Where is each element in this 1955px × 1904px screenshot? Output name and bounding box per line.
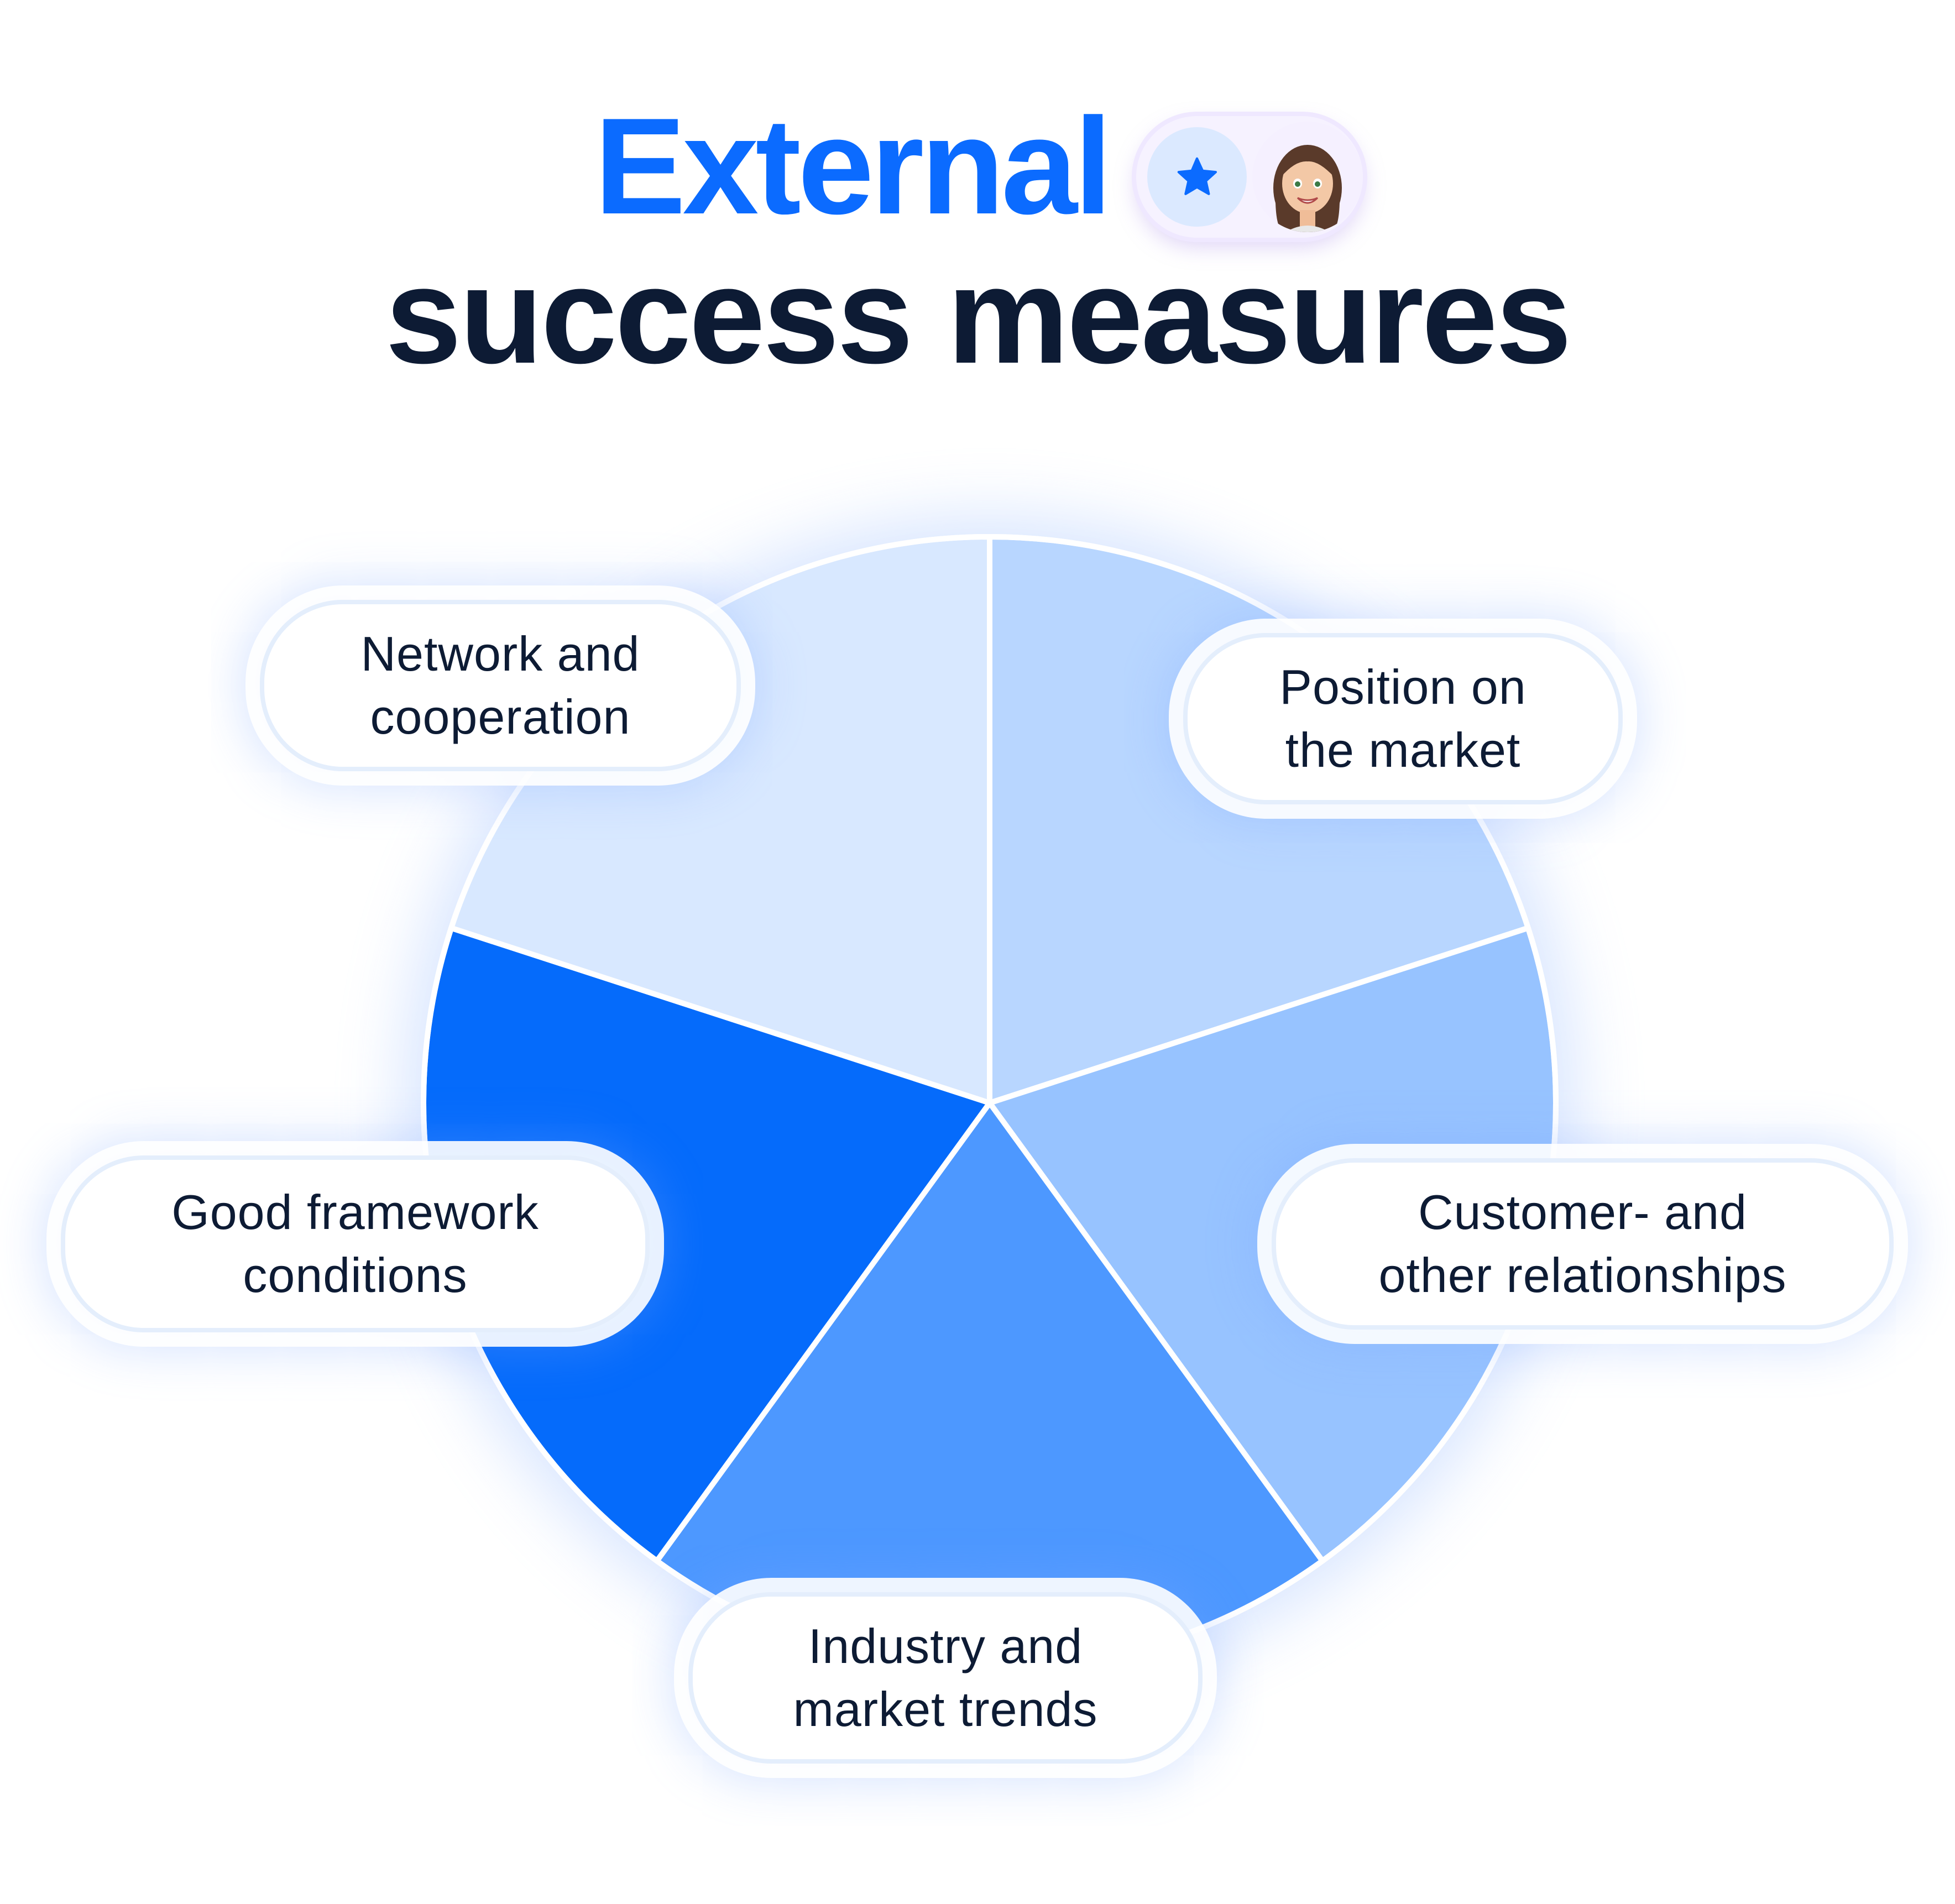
label-industry-and-market-trends: Industry and market trends: [688, 1592, 1203, 1764]
segment-label: Network and cooperation: [360, 626, 640, 744]
segment-label: Customer- and other relationships: [1378, 1185, 1787, 1303]
avatar-icon: [1252, 122, 1363, 232]
badge: [1136, 116, 1363, 238]
star-icon: [1147, 127, 1247, 227]
title-success-measures: success measures: [385, 238, 1572, 392]
label-customer-and-other-relationships: Customer- and other relationships: [1272, 1158, 1894, 1330]
label-position-on-the-market: Position on the market: [1183, 633, 1623, 804]
title-external: External: [594, 89, 1112, 243]
segment-label: Industry and market trends: [793, 1619, 1098, 1736]
label-network-and-cooperation: Network and cooperation: [260, 600, 741, 771]
segment-label: Good framework conditions: [171, 1185, 539, 1303]
label-good-framework-conditions: Good framework conditions: [61, 1155, 650, 1332]
segment-label: Position on the market: [1279, 660, 1527, 777]
